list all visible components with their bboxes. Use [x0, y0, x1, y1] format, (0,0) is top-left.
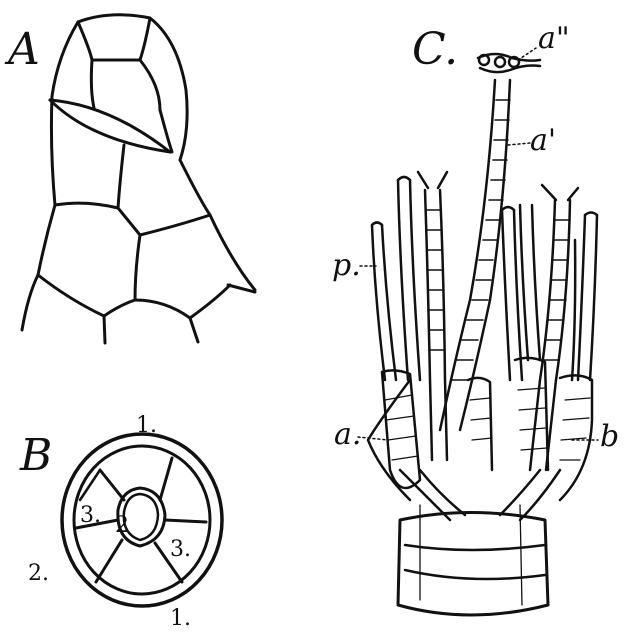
callout-leader-a-d [508, 143, 530, 145]
callout-p: p. [332, 248, 361, 283]
callout-a: a. [334, 417, 361, 452]
panel-c-filaments [368, 54, 597, 615]
panel-b-label: B [19, 430, 52, 481]
panel-b-number-left-outer: 2. [28, 561, 49, 586]
panel-a-label: A [4, 24, 40, 75]
panel-b-number-right-inner: 3. [170, 537, 191, 562]
panel-a-cell-drawing [22, 15, 255, 343]
callout-a-prime: a' [530, 123, 556, 158]
callout-leader-a-dd [518, 48, 536, 60]
panel-b-number-bottom: 1. [170, 606, 191, 631]
panel-b-number-center: 2 [115, 513, 129, 538]
callout-leader-a [358, 437, 388, 440]
panel-b-number-top: 1. [136, 413, 157, 438]
callout-b: b [600, 419, 619, 454]
callout-a-double-prime: a" [538, 21, 570, 56]
panel-b-number-left-inner: 3. [80, 503, 101, 528]
panel-c-label: C. [412, 24, 458, 75]
